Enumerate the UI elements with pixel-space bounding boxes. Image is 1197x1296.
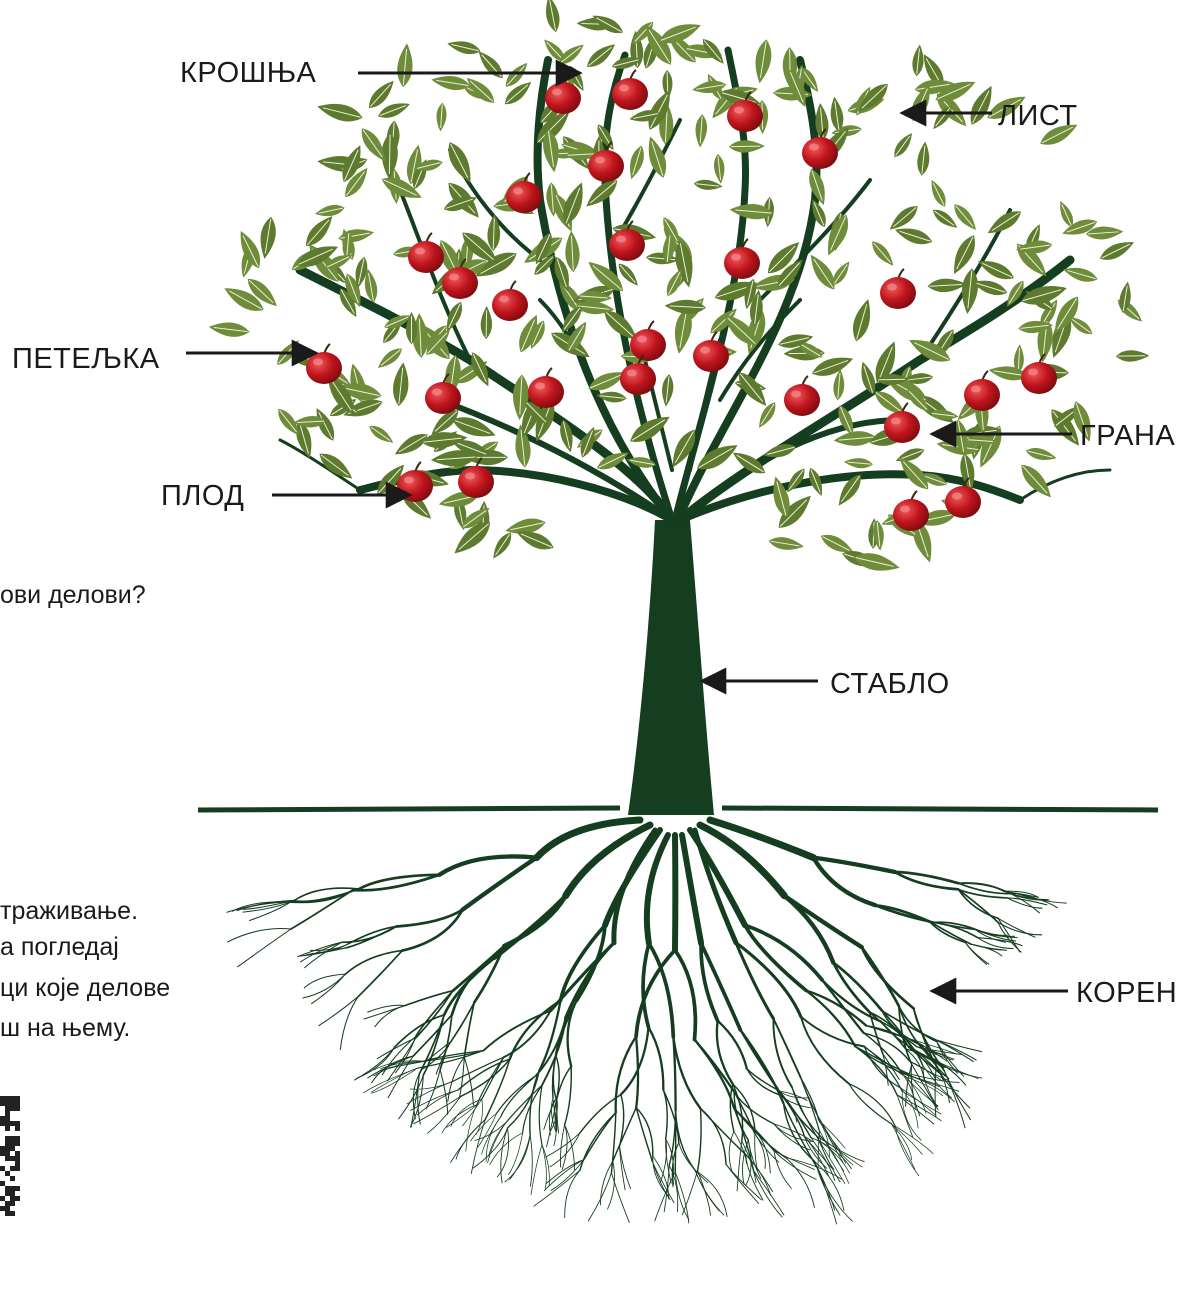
trunk	[628, 520, 714, 815]
fruit	[784, 376, 820, 416]
qr-code	[0, 1096, 20, 1216]
label-fruit: ПЛОД	[161, 482, 244, 511]
label-leaf: ЛИСТ	[998, 102, 1078, 131]
fruit	[964, 371, 1000, 411]
side-text-question: ови делови?	[0, 583, 146, 608]
label-branch: ГРАНА	[1080, 422, 1175, 451]
side-text-line: траживање.	[0, 899, 138, 924]
fruit	[492, 281, 528, 321]
fruit	[630, 321, 666, 361]
label-trunk: СТАБЛО	[830, 670, 950, 699]
fruit	[306, 344, 342, 384]
leaf	[543, 0, 563, 33]
roots	[227, 820, 1066, 1224]
fruit	[528, 368, 564, 408]
fruit	[1021, 354, 1057, 394]
label-crown: КРОШЊА	[180, 59, 316, 88]
fruit	[893, 491, 929, 531]
label-root: КОРЕН	[1076, 979, 1177, 1008]
fruit	[880, 269, 916, 309]
fruit	[408, 233, 444, 273]
side-text-line: ци које делове	[0, 976, 170, 1001]
leaves	[208, 0, 1149, 576]
side-text-line: а погледај	[0, 935, 119, 960]
label-petiole: ПЕТЕЉКА	[12, 345, 160, 374]
side-text-line: ш на њему.	[0, 1016, 130, 1041]
